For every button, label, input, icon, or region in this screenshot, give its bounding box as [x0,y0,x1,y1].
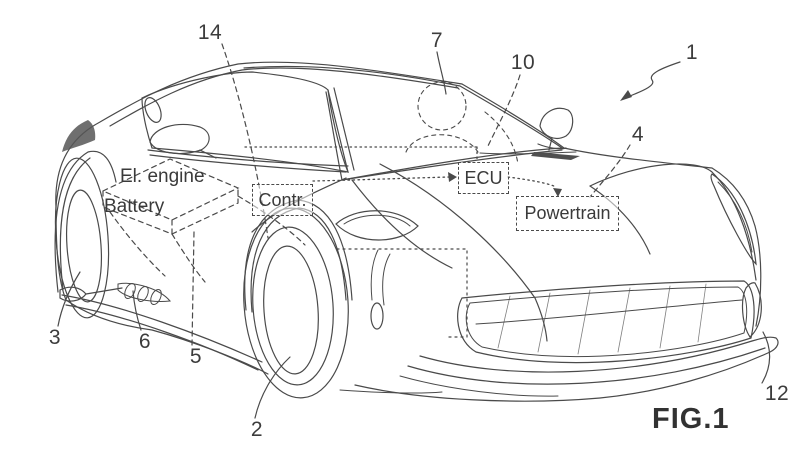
left-fog-light [370,302,384,330]
left-headlight [335,210,419,330]
numeral-4: 4 [631,123,645,146]
rear-wheel [54,150,117,319]
numeral-6: 6 [138,330,152,353]
front-component-dashed-region [336,248,468,338]
leader-1-arrow [629,61,681,97]
leader-10 [486,74,521,149]
leader-1-arrowhead [620,90,632,101]
label-el-engine: El. engine [120,166,205,187]
front-wheel [243,199,353,399]
numeral-1: 1 [685,41,699,64]
connector-arrowheads [448,172,562,197]
numeral-14: 14 [197,21,223,44]
label-box-powertrain: Powertrain [516,196,619,231]
connector-lines [244,146,557,188]
figure-caption: FIG.1 [652,403,730,435]
right-corner-vent [741,282,762,338]
battery-engine-dashed-box [101,158,306,283]
windshield [243,65,580,181]
numeral-2: 2 [250,418,264,441]
front-splitter [354,336,779,402]
numeral-12: 12 [764,382,790,405]
right-mirror [537,107,574,151]
leader-5 [191,231,195,346]
numeral-3: 3 [48,326,62,349]
label-box-contr: Contr. [252,184,313,216]
leader-6 [132,290,142,331]
rocker-vents [117,282,171,305]
label-box-ecu: ECU [458,162,509,194]
sail-panel-shading [62,120,96,152]
leader-4 [589,144,631,198]
leader-3 [57,271,81,327]
front-grille [457,280,755,364]
numeral-10: 10 [510,51,536,74]
numeral-7: 7 [430,29,444,52]
leader-2 [254,356,291,419]
leader-12 [761,331,771,384]
side-window [141,71,355,173]
left-mirror [147,123,349,173]
leader-7 [436,51,447,95]
car-body-outline [55,61,762,394]
wiper-blade [531,152,580,160]
numeral-5: 5 [189,345,203,368]
right-headlight [710,173,762,338]
label-battery: Battery [104,196,165,217]
driver-dashed-outline [405,81,519,165]
